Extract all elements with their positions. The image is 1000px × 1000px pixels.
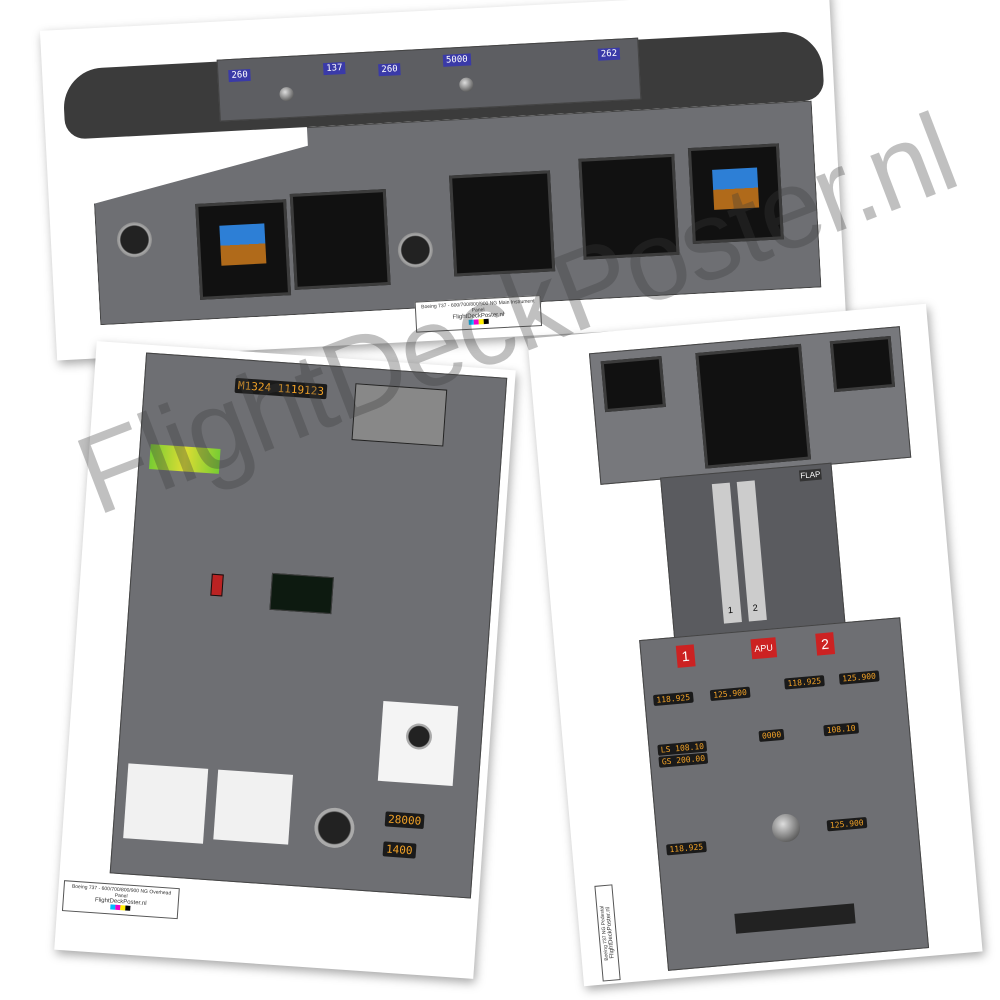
transponder-display: 0000 [758, 728, 785, 742]
flap-label: FLAP [798, 468, 822, 482]
cdu-left-screen [600, 356, 666, 413]
com-left-standby: 125.900 [709, 686, 751, 702]
com-right-standby: 125.900 [838, 670, 880, 685]
apu-fire-handle[interactable]: APU [750, 637, 777, 660]
red-guard-switch [210, 573, 224, 597]
poster-label: Boeing 737 NG Pedestal FlightDeckPoster.… [594, 884, 621, 982]
landing-alt-display: 1400 [382, 841, 417, 859]
captain-nd [290, 189, 391, 290]
poster-label: Boeing 737 - 600/700/800/900 NG Overhead… [61, 880, 180, 920]
altitude-display: 5000 [442, 53, 471, 67]
heading-display: 260 [378, 63, 401, 77]
throttle-quadrant: FLAP 1 2 [660, 462, 846, 640]
cabin-pressure-gauge [313, 806, 356, 850]
fuel-display [269, 572, 334, 615]
lower-display [695, 343, 812, 469]
com3-standby: 125.900 [826, 816, 868, 832]
radio-panel: 1 APU 2 118.925 125.900 118.925 125.900 … [639, 617, 930, 971]
altitude-knob [458, 77, 474, 93]
com3-active: 118.925 [666, 841, 707, 856]
pedestal-poster: FLAP 1 2 1 APU 2 118.925 125.900 118.925… [527, 303, 983, 987]
ias-display: 137 [322, 61, 346, 76]
adf-display: 108.10 [823, 722, 859, 737]
heading-knob [279, 86, 294, 102]
hydraulic-panel [123, 763, 209, 844]
course-left-display: 260 [228, 68, 252, 83]
engine-1-fire-handle[interactable]: 1 [675, 644, 696, 668]
air-conditioning-panel [377, 700, 459, 786]
course-right-display: 262 [597, 47, 621, 61]
engine-2-fire-handle[interactable]: 2 [815, 632, 835, 656]
trim-panel [734, 903, 856, 934]
com-right-active: 118.925 [784, 675, 825, 690]
thrust-lever-1[interactable]: 1 [711, 482, 742, 624]
captain-pfd [195, 199, 291, 300]
com-left-active: 118.925 [652, 691, 694, 707]
clock [116, 221, 153, 258]
selector-knob [770, 812, 802, 844]
cdu-right-screen [829, 336, 896, 393]
thrust-lever-2[interactable]: 2 [736, 480, 767, 622]
electrical-panel [213, 769, 294, 845]
cdu-panel [588, 326, 912, 485]
cabin-alt-display: 28000 [384, 811, 425, 830]
standby-instrument [397, 232, 434, 269]
